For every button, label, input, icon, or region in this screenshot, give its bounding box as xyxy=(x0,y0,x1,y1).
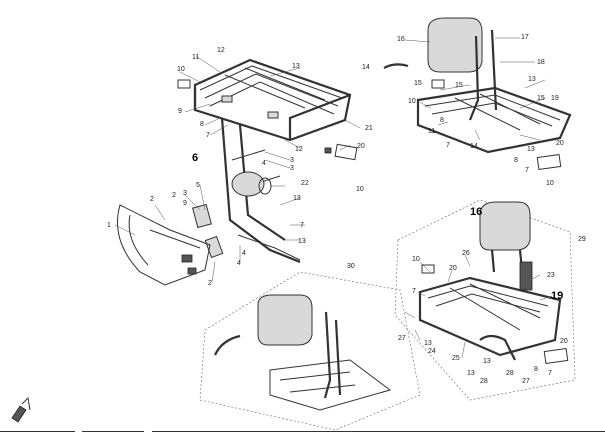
callout-top-right: 20 xyxy=(556,140,564,147)
fender-piece xyxy=(117,204,211,286)
callout-box-29: 7 xyxy=(412,288,416,295)
callout-box-29: 13 xyxy=(467,370,475,377)
assembly-label-16: 16 xyxy=(470,206,483,218)
callout-main: 7 xyxy=(300,222,304,229)
callout-main: 9 xyxy=(183,200,187,207)
callout-main: 2 xyxy=(172,192,176,199)
top-right-leaders xyxy=(404,37,546,141)
callout-box-29: 8 xyxy=(534,366,538,373)
callout-box-29: 7 xyxy=(548,370,552,377)
callout-main: 13 xyxy=(292,63,300,70)
footer-rule xyxy=(0,431,75,432)
backrest-box-29 xyxy=(479,201,531,273)
callout-box-29: 29 xyxy=(578,236,586,243)
rack-support-frame xyxy=(192,117,301,264)
callout-top-right: 10 xyxy=(546,180,554,187)
callout-main: 3 xyxy=(290,165,294,172)
assembly-label-19: 19 xyxy=(551,290,564,302)
callout-main: 4 xyxy=(242,250,246,257)
callout-top-right: 10 xyxy=(408,98,416,105)
callout-top-right: 17 xyxy=(521,34,529,41)
callout-box-29: 23 xyxy=(547,272,555,279)
plate-10-box-29 xyxy=(421,264,435,274)
callout-top-right: 14 xyxy=(470,143,478,150)
callout-main: 10 xyxy=(177,66,185,73)
callout-box-29: 25 xyxy=(452,355,460,362)
callout-top-right: 13 xyxy=(527,146,535,153)
main-leader-lines xyxy=(114,55,361,283)
callout-top-right: 15 xyxy=(414,80,422,87)
rack-box-29 xyxy=(418,261,562,361)
callout-top-right: 16 xyxy=(397,36,405,43)
box-29-leaders xyxy=(404,254,553,359)
logo-mark xyxy=(11,396,31,423)
callout-main: 9 xyxy=(178,108,182,115)
backrest-box-30 xyxy=(214,294,392,411)
callout-box-29: 24 xyxy=(428,348,436,355)
callout-main: 5 xyxy=(196,182,200,189)
callout-top-right: 8 xyxy=(514,157,518,164)
callout-main: 7 xyxy=(206,132,210,139)
callout-top-right: 13 xyxy=(528,76,536,83)
callout-main: 20 xyxy=(357,143,365,150)
callout-main: 4 xyxy=(262,160,266,167)
callout-top-right: 18 xyxy=(537,59,545,66)
callout-box-29: 26 xyxy=(462,250,470,257)
callout-main: 3 xyxy=(290,157,294,164)
callout-main: 3 xyxy=(183,190,187,197)
callout-box-29: 13 xyxy=(483,358,491,365)
box-30-outline xyxy=(199,271,421,431)
callout-top-right: 15 xyxy=(537,95,545,102)
callout-top-right: 19 xyxy=(551,95,559,102)
callout-top-right: 11 xyxy=(428,128,436,135)
footer-rule xyxy=(152,431,605,432)
rack-top-right xyxy=(416,86,572,154)
assembly-label-main: 6 xyxy=(192,152,199,164)
callout-main: 13 xyxy=(293,195,301,202)
callout-main: 22 xyxy=(301,180,309,187)
callout-main: 2 xyxy=(150,196,154,203)
callout-box-29: 27 xyxy=(522,378,530,385)
callout-box-29: 27 xyxy=(398,335,406,342)
callout-main: 8 xyxy=(200,121,204,128)
callout-top-right: 15 xyxy=(455,82,463,89)
callout-main: 4 xyxy=(237,260,241,267)
callout-top-right: 14 xyxy=(362,64,370,71)
callout-main: 13 xyxy=(298,238,306,245)
callout-main: 12 xyxy=(295,146,303,153)
plate-15-top-right xyxy=(431,79,445,89)
callout-main: 11 xyxy=(192,54,200,61)
callout-main: 1 xyxy=(107,222,111,229)
rear-rack xyxy=(193,58,352,142)
callout-top-right: 7 xyxy=(446,142,450,149)
callout-box-29: 28 xyxy=(480,378,488,385)
callout-top-right: 7 xyxy=(525,167,529,174)
backrest-top-right xyxy=(383,17,498,121)
callout-box-29: 20 xyxy=(560,338,568,345)
callout-box-29: 20 xyxy=(449,265,457,272)
callout-box-30: 30 xyxy=(347,263,355,270)
callout-box-29: 28 xyxy=(506,370,514,377)
callout-box-29: 10 xyxy=(412,256,420,263)
plate-20-box-29 xyxy=(543,347,569,365)
callout-box-29: 13 xyxy=(424,340,432,347)
callout-main: 10 xyxy=(356,186,364,193)
callout-main: 12 xyxy=(217,47,225,54)
plate-20-top-right xyxy=(536,153,562,171)
plate-20-main xyxy=(324,143,358,161)
footer-rule xyxy=(82,431,144,432)
callout-top-right: 8 xyxy=(440,117,444,124)
plate-10-main xyxy=(177,79,191,89)
callout-main: 21 xyxy=(365,125,373,132)
callout-main: 2 xyxy=(208,280,212,287)
